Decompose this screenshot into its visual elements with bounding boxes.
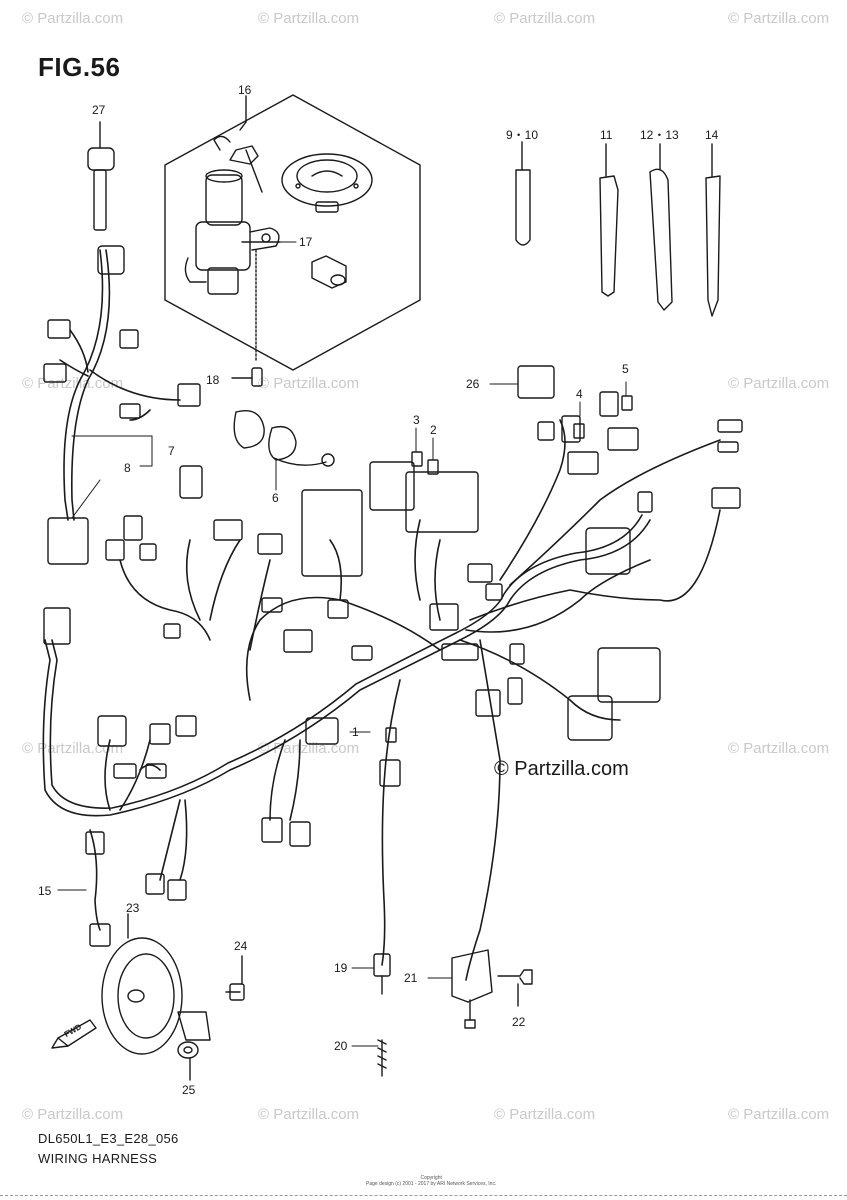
callout-4: 4 (576, 387, 583, 401)
connectors (43, 245, 743, 947)
watermark: © Partzilla.com (258, 1106, 360, 1123)
copyright-line-1: Copyright (420, 1175, 442, 1181)
callout-14: 14 (705, 128, 719, 142)
diagram-name: WIRING HARNESS (38, 1151, 158, 1166)
callout-17: 17 (299, 235, 313, 249)
callout-3: 3 (413, 413, 420, 427)
sensor-21 (451, 949, 533, 1029)
callout-1: 1 (352, 725, 359, 739)
horn (101, 913, 211, 1055)
watermark: © Partzilla.com (22, 1106, 124, 1123)
watermark: © Partzilla.com (258, 10, 360, 27)
copyright-line-2: Page design (c) 2001 - 2017 by ARI Netwo… (366, 1181, 497, 1187)
callout-12-13: 12・13 (640, 128, 679, 142)
callout-20: 20 (334, 1039, 348, 1053)
watermark: © Partzilla.com (728, 10, 830, 27)
callout-25: 25 (182, 1083, 196, 1097)
callout-5: 5 (622, 362, 629, 376)
clamps (515, 141, 721, 317)
callout-8: 8 (124, 461, 131, 475)
callout-24: 24 (234, 939, 248, 953)
callout-16: 16 (238, 83, 252, 97)
watermark: © Partzilla.com (22, 375, 124, 392)
callout-27: 27 (92, 103, 106, 117)
callout-23: 23 (126, 901, 140, 915)
figure-title: FIG.56 (38, 52, 121, 82)
watermark: © Partzilla.com (494, 1106, 596, 1123)
callout-11: 11 (600, 128, 613, 142)
callout-7: 7 (168, 444, 175, 458)
watermark: © Partzilla.com (22, 10, 124, 27)
key (87, 121, 115, 231)
ignition-switch-set-frame (164, 94, 421, 371)
callout-26: 26 (466, 377, 480, 391)
screw-18 (231, 367, 263, 387)
watermark: © Partzilla.com (494, 10, 596, 27)
watermark: © Partzilla.com (728, 375, 830, 392)
leader-lines (57, 241, 627, 1047)
sensor-19-20 (373, 953, 391, 1077)
callout-9-10: 9・10 (506, 128, 539, 142)
seat-lock-cylinder (255, 249, 347, 361)
callout-15: 15 (38, 884, 52, 898)
diagram-code: DL650L1_E3_E28_056 (38, 1131, 179, 1146)
watermark: © Partzilla.com (728, 740, 830, 757)
ignition-switch (184, 135, 281, 295)
bolt-24-washer-25 (177, 955, 245, 1081)
callout-2: 2 (430, 423, 437, 437)
copyright-notice: Copyright Page design (c) 2001 - 2017 by… (366, 1175, 496, 1187)
partzilla-watermark: © Partzilla.com (494, 758, 629, 780)
main-harness (42, 249, 721, 981)
bottom-rule (0, 1195, 847, 1196)
callout-22: 22 (512, 1015, 526, 1029)
fuel-cap (281, 153, 373, 213)
watermark: © Partzilla.com (728, 1106, 830, 1123)
callout-6: 6 (272, 491, 279, 505)
fwd-arrow-icon (51, 1019, 97, 1049)
watermark: © Partzilla.com (258, 375, 360, 392)
callout-19: 19 (334, 961, 348, 975)
callout-21: 21 (404, 971, 418, 985)
callout-18: 18 (206, 373, 220, 387)
